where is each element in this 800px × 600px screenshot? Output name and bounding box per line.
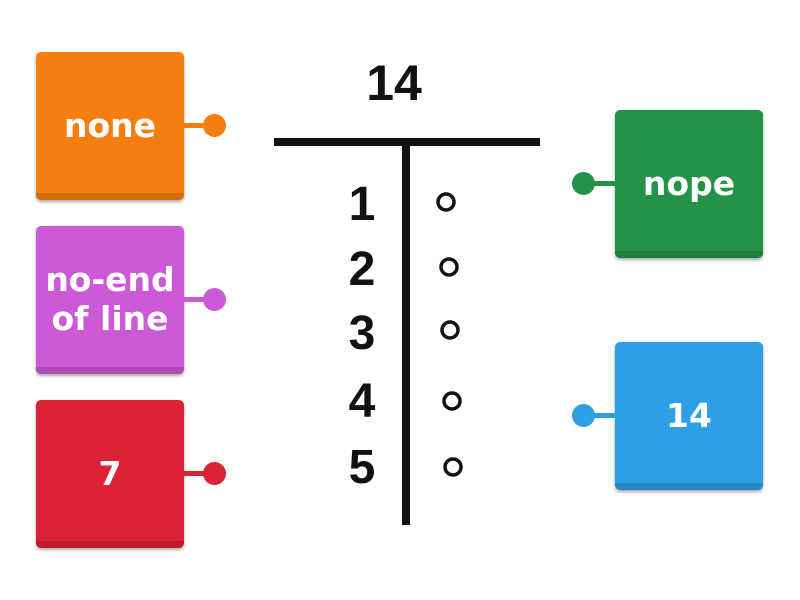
stem-4: 4 [348,375,376,428]
tile-label: 14 [666,395,712,435]
leaf-slot-5[interactable] [443,457,463,477]
leaf-slot-4[interactable] [442,391,462,411]
connector-dot[interactable] [203,114,226,137]
tile-connector-none[interactable] [184,114,226,137]
stem-2: 2 [348,243,376,296]
answer-tile-14[interactable]: 14 [615,342,763,490]
answer-tile-nope[interactable]: nope [615,110,763,258]
heading-number: 14 [366,55,422,111]
tile-connector-7[interactable] [184,462,226,485]
connector-dot[interactable] [572,404,595,427]
stem-1: 1 [348,178,376,231]
answer-tile-no-end-of-line[interactable]: no-end of line [36,226,184,374]
connector-dot[interactable] [572,172,595,195]
connector-dot[interactable] [203,288,226,311]
leaf-slot-3[interactable] [440,320,460,340]
stem-5: 5 [348,441,376,494]
tile-connector-nope[interactable] [572,172,615,195]
leaf-slot-2[interactable] [439,257,459,277]
leaf-slot-1[interactable] [436,192,456,212]
tile-label: nope [642,163,736,203]
tile-connector-14[interactable] [572,404,615,427]
answer-tile-7[interactable]: 7 [36,400,184,548]
tile-connector-no-end-of-line[interactable] [184,288,226,311]
stem-3: 3 [348,307,376,360]
tile-label: none [63,105,157,145]
tile-label: no-end of line [45,260,175,338]
answer-tile-none[interactable]: none [36,52,184,200]
tile-label: 7 [98,453,122,493]
connector-dot[interactable] [203,462,226,485]
